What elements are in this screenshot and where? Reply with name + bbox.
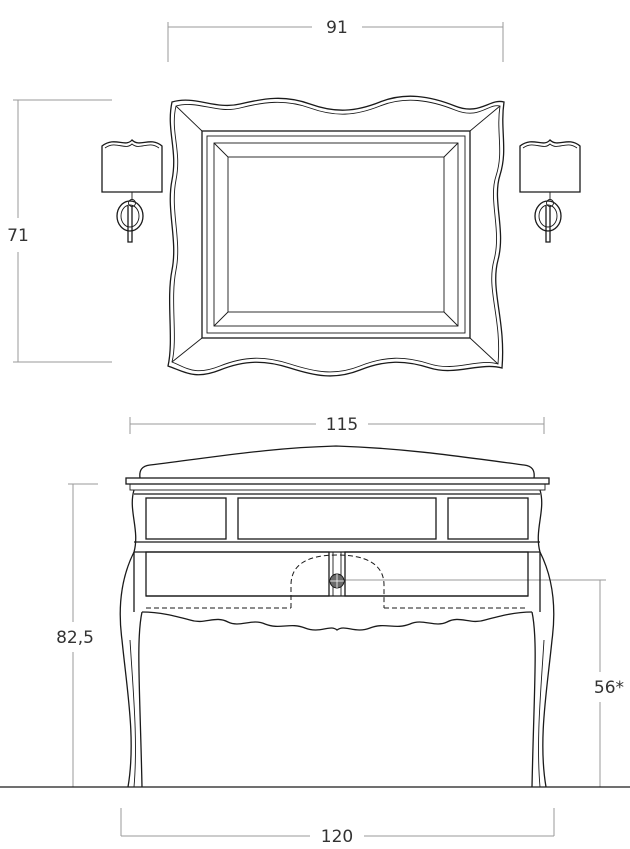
top-width-label: 115 xyxy=(326,415,358,435)
vanity-cabinet xyxy=(119,445,555,788)
left-wall-lamp xyxy=(101,139,163,243)
overall-width-dimension: 120 xyxy=(120,808,555,847)
mirror-frame xyxy=(167,95,505,377)
mirror-height-label: 71 xyxy=(7,226,29,246)
top-width-dimension: 115 xyxy=(129,415,545,435)
mirror-width-label: 91 xyxy=(326,18,348,38)
mirror-width-dimension: 91 xyxy=(167,18,504,62)
overall-width-label: 120 xyxy=(321,827,353,847)
basin-height-dimension: 56* xyxy=(345,579,624,787)
mirror-height-dimension: 71 xyxy=(7,99,112,363)
cabinet-height-dimension: 82,5 xyxy=(56,483,98,787)
basin-height-label: 56* xyxy=(594,678,624,698)
cabinet-height-label: 82,5 xyxy=(56,628,94,648)
right-wall-lamp xyxy=(519,139,581,243)
